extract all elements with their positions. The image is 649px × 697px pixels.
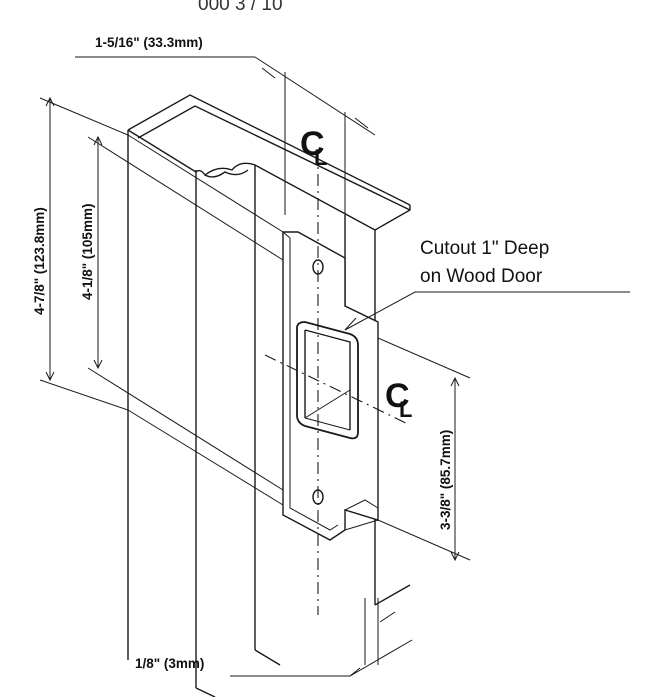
strike-box-cutout: [296, 321, 359, 440]
dimension-cutout-height: 3-3/8" (85.7mm): [377, 337, 471, 562]
width-top-label: 1-5/16" (33.3mm): [95, 35, 203, 50]
note-line-1: Cutout 1" Deep: [420, 238, 549, 259]
dimension-width-top: 1-5/16" (33.3mm): [75, 35, 376, 215]
note-line-2: on Wood Door: [420, 266, 543, 287]
centerline-symbol-right: C L: [385, 377, 412, 422]
lip-offset-label: 1/8" (3mm): [135, 656, 204, 671]
dimension-lip-offset: 1/8" (3mm): [135, 598, 413, 677]
centerlines: [264, 150, 411, 615]
overall-height-label: 4-7/8" (123.8mm): [32, 207, 47, 315]
dimension-mount-height: 4-1/8" (105mm): [80, 135, 284, 491]
centerline-symbol-upper: C L: [300, 125, 327, 170]
mount-height-label: 4-1/8" (105mm): [80, 204, 95, 300]
cutout-note: Cutout 1" Deep on Wood Door: [344, 238, 630, 331]
top-partial-text: 000 3 / 10: [198, 0, 283, 15]
svg-text:C: C: [300, 125, 325, 163]
dimension-overall-height: 4-7/8" (123.8mm): [32, 96, 284, 506]
cutout-height-label: 3-3/8" (85.7mm): [438, 430, 453, 530]
svg-text:C: C: [385, 377, 410, 415]
svg-text:L: L: [399, 397, 412, 422]
svg-text:L: L: [314, 145, 327, 170]
